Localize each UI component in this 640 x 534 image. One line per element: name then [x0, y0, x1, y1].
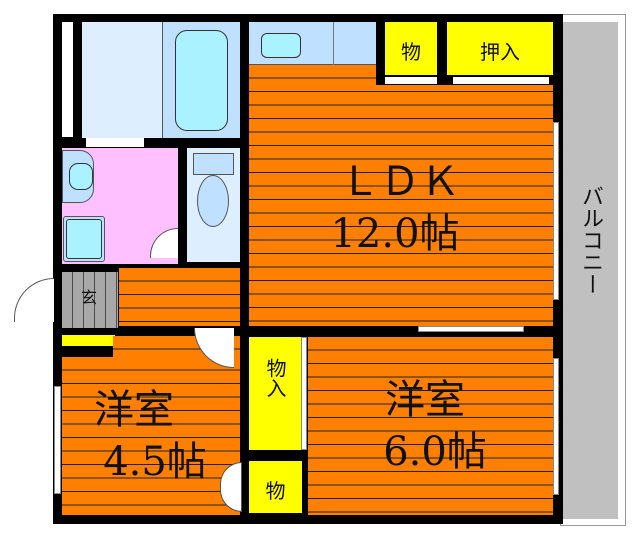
bath-door: [86, 138, 144, 147]
large-room-name: 洋室: [385, 377, 465, 423]
storage-top-door[interactable]: [385, 77, 437, 84]
storage-middle: [249, 337, 301, 450]
storage-middle-label: 物入: [263, 358, 287, 398]
large-room-size: 6.0帖: [383, 429, 487, 475]
washing-machine-drum: [66, 219, 102, 259]
toilet-bowl: [197, 175, 229, 227]
bathtub: [175, 30, 228, 131]
small-room-name: 洋室: [94, 387, 174, 433]
storage-bottom-label: 物: [265, 479, 286, 503]
balcony: [563, 22, 618, 519]
room-western-large: [308, 337, 553, 515]
closet-top-label: 押入: [480, 40, 520, 64]
room-western-small: [62, 357, 240, 515]
storage-middle-door[interactable]: [301, 337, 307, 450]
dressing-area: [82, 22, 162, 138]
room-ldk: [249, 65, 553, 326]
storage-top-label: 物: [401, 40, 421, 64]
kitchen-sink: [261, 33, 301, 58]
ldk-size: 12.0帖: [330, 211, 460, 257]
large-room-window[interactable]: [553, 358, 559, 495]
hallway: [119, 268, 240, 326]
small-room-size: 4.5帖: [103, 439, 207, 485]
closet-top-door[interactable]: [453, 77, 549, 84]
balcony-label: バルコニー: [578, 185, 603, 295]
closet-top: [447, 22, 553, 75]
entrance: [62, 272, 118, 328]
entrance-door[interactable]: [14, 278, 54, 322]
left-strip: [62, 22, 73, 137]
ldk-window[interactable]: [553, 122, 559, 300]
counter-divider: [333, 22, 334, 65]
small-room-window[interactable]: [54, 386, 61, 494]
ldk-bedroom-door[interactable]: [418, 326, 524, 332]
sink-bowl: [69, 163, 93, 190]
ldk-name: ＬＤＫ: [340, 159, 460, 205]
toilet-tank: [193, 153, 234, 175]
entrance-label: 玄: [80, 288, 97, 307]
storage-bottom: [249, 461, 302, 513]
storage-top: [385, 22, 437, 75]
shoe-cabinet: [62, 335, 115, 346]
